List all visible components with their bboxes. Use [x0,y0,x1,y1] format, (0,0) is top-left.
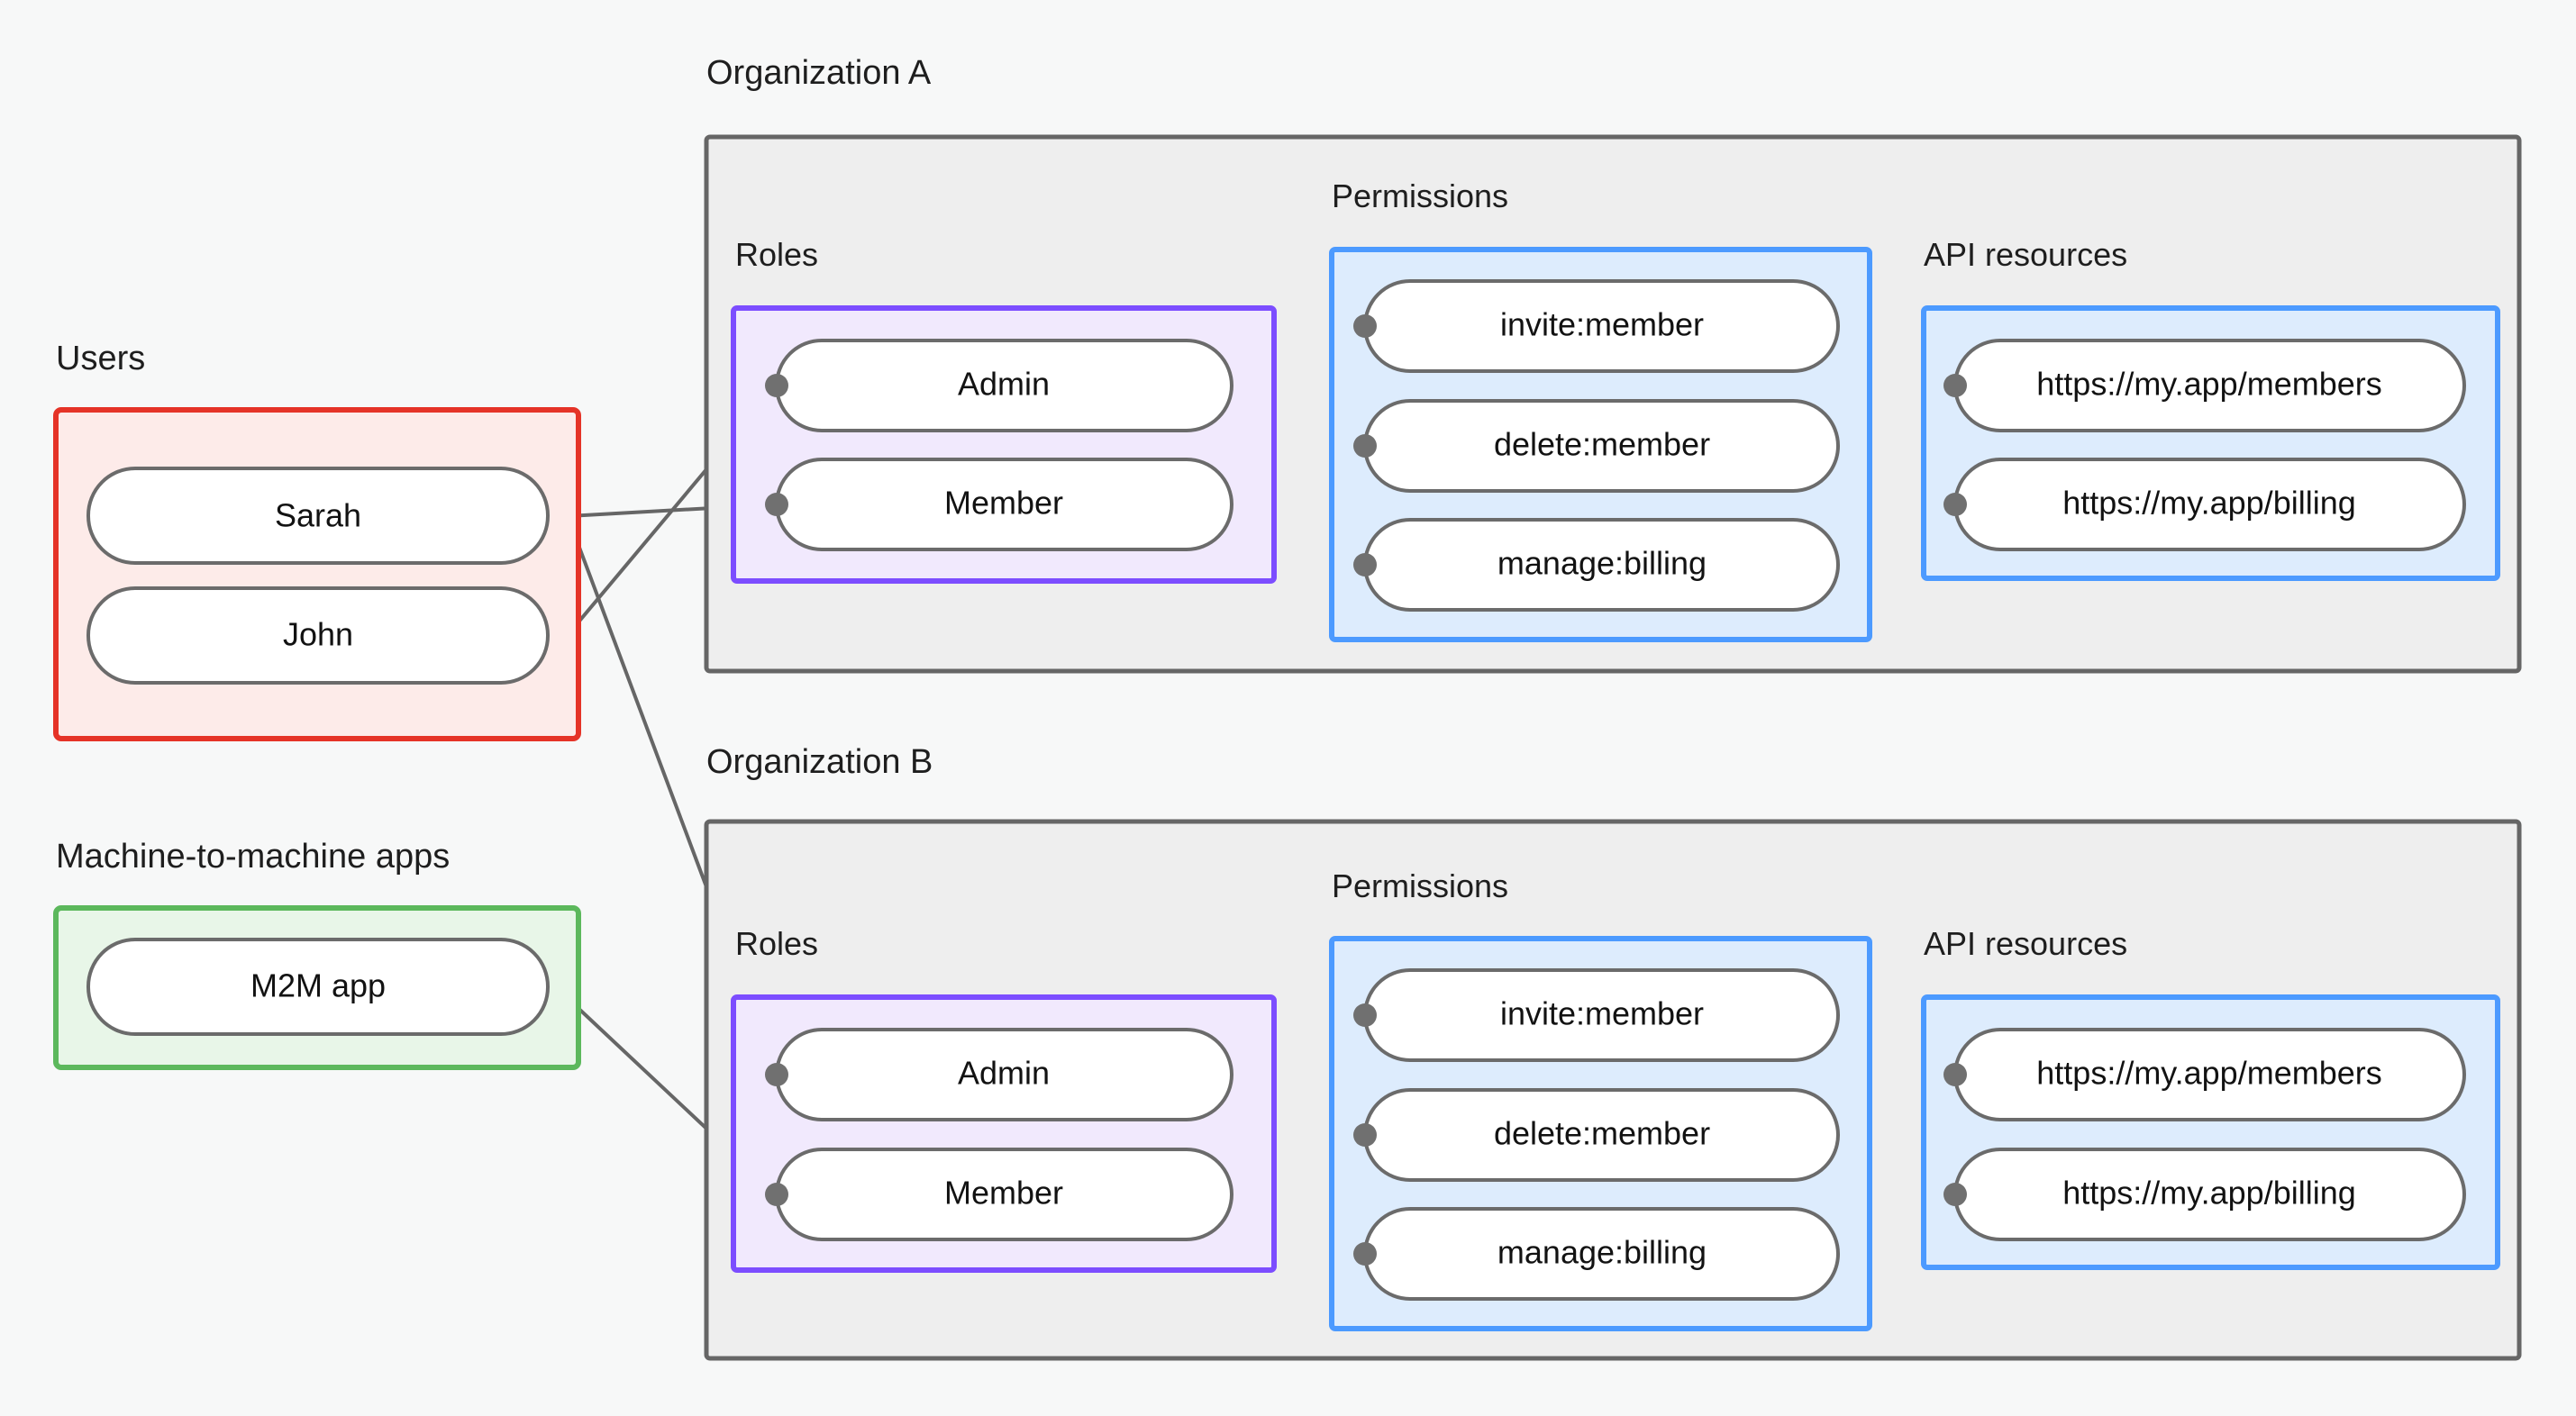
edge-dot-orgA-admin-left [765,374,788,397]
edge-endpoints-layer [765,314,1967,1266]
edge-dot-orgB-delete-left [1353,1123,1377,1147]
orgA-api-resource-label: https://my.app/billing [2062,485,2356,522]
users-group-label: Users [56,340,145,377]
orgB-api-resource-label: https://my.app/billing [2062,1175,2356,1212]
edge-dot-orgB-billingres-left [1943,1183,1967,1206]
orgB-permission-label: manage:billing [1497,1234,1707,1271]
orgB-role-label: Admin [958,1055,1050,1092]
organization-a-label: Organization A [706,54,932,92]
orgA-roles-label: Roles [735,236,818,273]
orgA-role-admin[interactable]: Admin [775,339,1233,432]
orgA-permission-label: manage:billing [1497,545,1707,582]
orgB-permission-label: delete:member [1494,1115,1710,1152]
edge-dot-orgA-members-left [1943,374,1967,397]
m2m-node-app[interactable]: M2M app [86,938,550,1036]
orgB-role-member[interactable]: Member [775,1148,1233,1241]
orgB-permission-invite-member[interactable]: invite:member [1363,968,1840,1062]
orgB-permissions-label: Permissions [1332,867,1508,904]
orgA-api-resource-billing[interactable]: https://my.app/billing [1953,458,2466,551]
edge-dot-orgA-delete-left [1353,434,1377,458]
edge-dot-orgB-billing-left [1353,1242,1377,1266]
orgB-permission-label: invite:member [1500,995,1704,1032]
orgA-permission-label: delete:member [1494,426,1710,463]
user-node-john[interactable]: John [86,586,550,685]
user-node-label: Sarah [275,497,361,534]
orgA-permission-delete-member[interactable]: delete:member [1363,399,1840,493]
edge-dot-orgB-invite-left [1353,1003,1377,1027]
orgB-api-resource-label: https://my.app/members [2036,1055,2381,1092]
orgA-api-resource-members[interactable]: https://my.app/members [1953,339,2466,432]
orgA-role-member[interactable]: Member [775,458,1233,551]
orgA-permission-label: invite:member [1500,306,1704,343]
orgA-permission-invite-member[interactable]: invite:member [1363,279,1840,373]
edge-dot-orgA-invite-left [1353,314,1377,338]
user-node-sarah[interactable]: Sarah [86,467,550,565]
edge-dot-orgA-billingres-left [1943,493,1967,516]
orgB-api-resource-members[interactable]: https://my.app/members [1953,1028,2466,1121]
user-node-label: John [283,616,353,653]
orgA-role-label: Admin [958,366,1050,403]
orgB-role-admin[interactable]: Admin [775,1028,1233,1121]
edge-dot-orgA-billing-left [1353,553,1377,576]
orgB-api-resource-billing[interactable]: https://my.app/billing [1953,1148,2466,1241]
users-container [53,407,581,741]
orgB-roles-label: Roles [735,925,818,962]
m2m-node-label: M2M app [250,967,386,1004]
orgA-permission-manage-billing[interactable]: manage:billing [1363,518,1840,612]
orgB-role-label: Member [944,1175,1063,1212]
orgA-api-resources-label: API resources [1924,236,2127,273]
orgB-permission-delete-member[interactable]: delete:member [1363,1088,1840,1182]
orgA-permissions-label: Permissions [1332,177,1508,214]
m2m-group-label: Machine-to-machine apps [56,838,450,876]
orgB-permission-manage-billing[interactable]: manage:billing [1363,1207,1840,1301]
edge-dot-orgA-member-left [765,493,788,516]
organization-b-label: Organization B [706,743,933,781]
edge-dot-orgB-member-left [765,1183,788,1206]
orgA-api-resource-label: https://my.app/members [2036,366,2381,403]
edge-dot-orgB-admin-left [765,1063,788,1086]
orgA-role-label: Member [944,485,1063,522]
orgB-api-resources-label: API resources [1924,925,2127,962]
edge-dot-orgB-members-left [1943,1063,1967,1086]
